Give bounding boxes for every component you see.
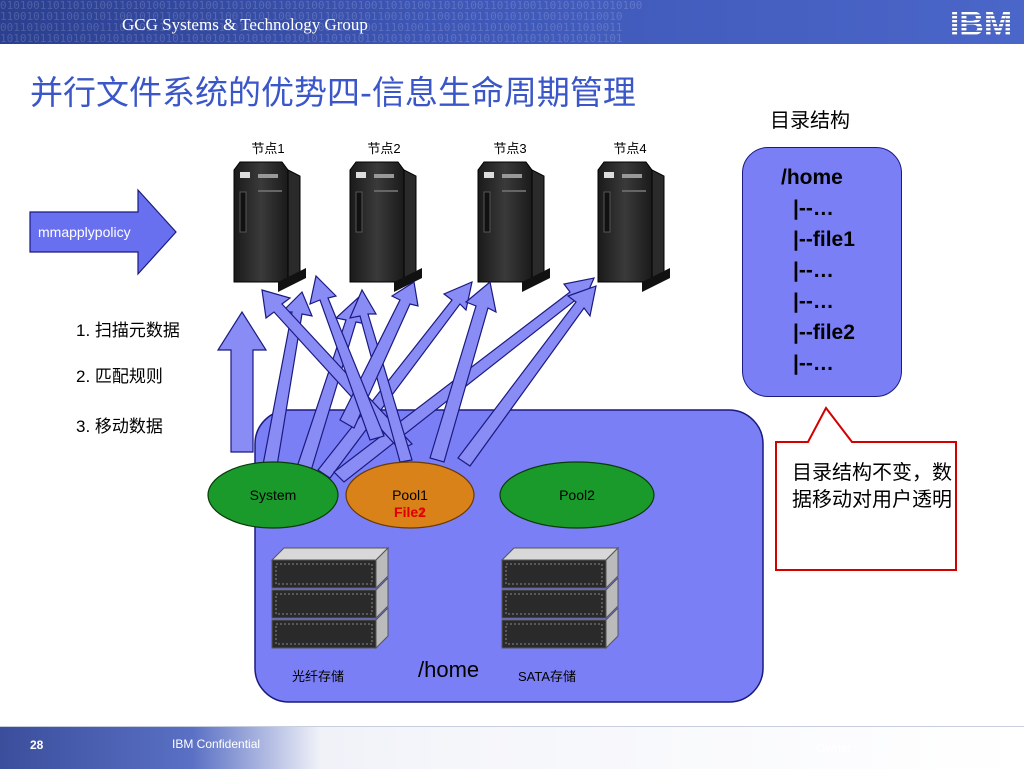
dir-line: /home xyxy=(781,166,843,189)
arrow-system-node3 xyxy=(317,280,473,479)
footer-accent xyxy=(0,727,320,769)
pool-system-label: System xyxy=(249,487,297,503)
arrow-system-node1 xyxy=(261,290,313,473)
directory-title: 目录结构 xyxy=(770,110,850,132)
fiber-storage-icon xyxy=(270,546,390,650)
pool1-file2-label: File2 xyxy=(394,504,426,520)
fiber-storage-label: 光纤存储 xyxy=(292,669,345,684)
data-move-arrows xyxy=(261,274,597,483)
owner-label: Owner : xyxy=(816,741,859,755)
callout-box xyxy=(775,406,957,571)
step-2: 2. 匹配规则 xyxy=(76,367,163,386)
confidential-label: IBM Confidential xyxy=(172,737,261,751)
server-node-3 xyxy=(477,161,550,292)
pool-pool2 xyxy=(499,461,655,529)
arrow-cross-b xyxy=(309,274,385,441)
arrow-node3-pool1 xyxy=(429,280,497,463)
filesystem-home-label: /home xyxy=(418,657,480,682)
pool-system xyxy=(207,461,339,529)
pool-pool1 xyxy=(345,461,475,529)
directory-box: /home |--… |--file1 |--… |--… |--file2 |… xyxy=(742,147,902,397)
node-label-2: 节点2 xyxy=(367,141,401,156)
page-title: 并行文件系统的优势四-信息生命周期管理 xyxy=(30,73,636,112)
policy-command-label: mmapplypolicy xyxy=(38,224,131,240)
pool-pool1-label: Pool1 xyxy=(392,487,428,503)
header-title: GCG Systems & Technology Group xyxy=(122,15,368,34)
sata-storage-label: SATA存储 xyxy=(518,669,577,684)
pool-pool2-label: Pool2 xyxy=(559,487,595,503)
node-label-4: 节点4 xyxy=(613,141,647,156)
header-binary-pattern: 0101001101101010011010100110101001101010… xyxy=(0,0,643,44)
sata-storage-icon xyxy=(500,546,620,650)
policy-arrow-shape xyxy=(29,188,177,276)
server-node-1 xyxy=(233,161,306,292)
arrow-node2-pool1 xyxy=(348,288,413,463)
dir-line: |--file1 xyxy=(793,228,855,251)
server-node-2 xyxy=(349,161,422,292)
callout-text: 目录结构不变，数据移动对用户透明 xyxy=(792,462,952,511)
ibm-logo-text: IBM xyxy=(950,5,1012,40)
footer-bar: 28 IBM Confidential Owner : xyxy=(0,726,1024,769)
ibm-logo-icon: IBM xyxy=(950,5,1012,40)
dir-line: |--… xyxy=(793,352,834,375)
step-3: 3. 移动数据 xyxy=(76,417,163,436)
pool1-file1-label: File1 xyxy=(394,504,426,520)
dir-line: |--… xyxy=(793,290,834,313)
header-bar: 0101001101101010011010100110101001101010… xyxy=(0,0,1024,44)
page-number: 28 xyxy=(30,738,44,752)
dir-line: |--file2 xyxy=(793,321,855,344)
dir-line: |--… xyxy=(793,197,834,220)
scan-up-arrow xyxy=(216,310,268,453)
step-1: 1. 扫描元数据 xyxy=(76,321,180,340)
server-node-4 xyxy=(597,161,670,292)
node-label-1: 节点1 xyxy=(251,141,285,156)
node-label-3: 节点3 xyxy=(493,141,527,156)
dir-line: |--… xyxy=(793,259,834,282)
arrow-node4-pool1 xyxy=(457,285,597,467)
